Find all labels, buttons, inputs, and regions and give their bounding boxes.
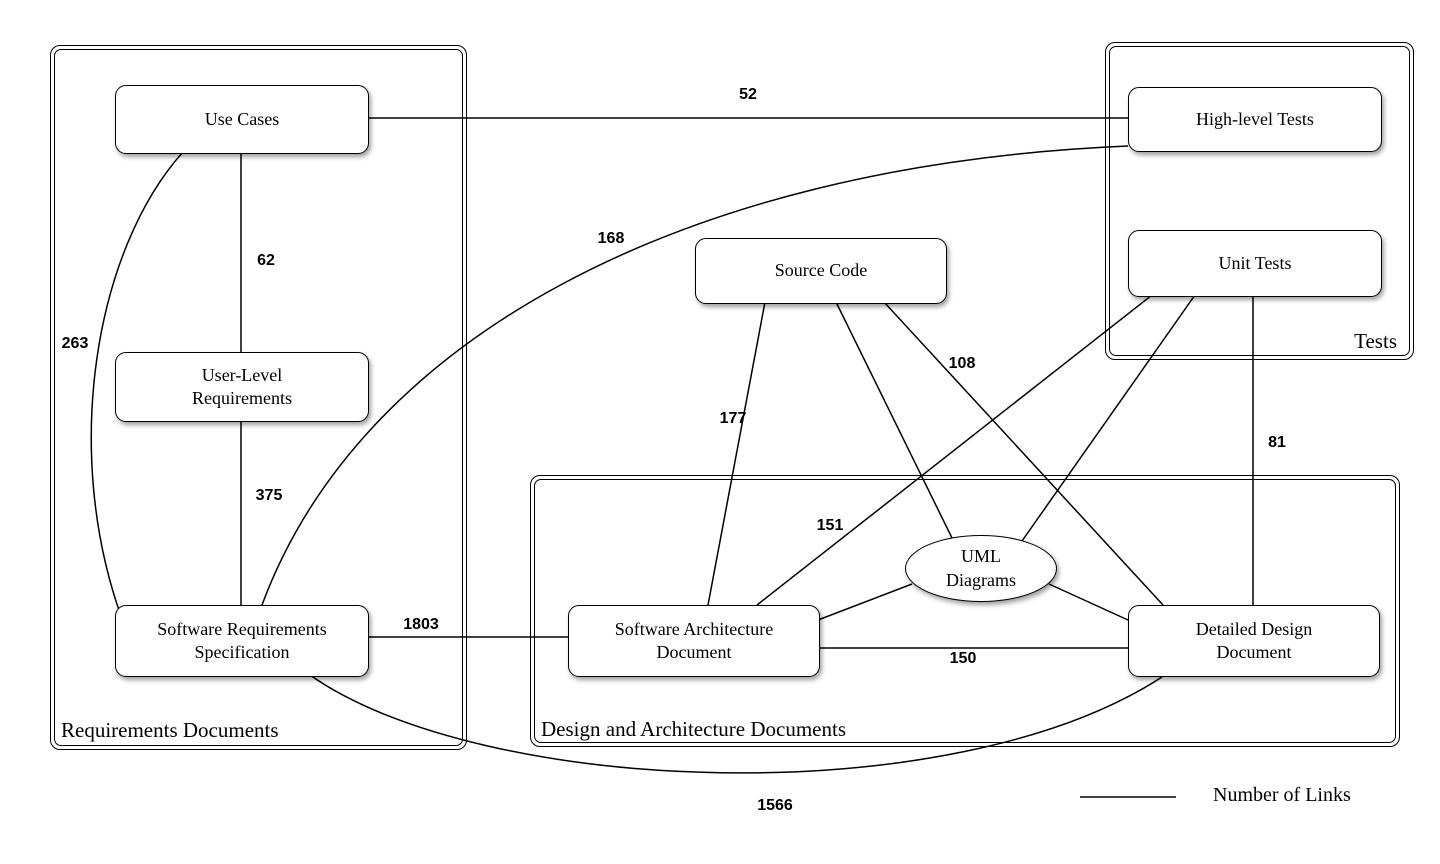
edge-srs-highleveltests [261,145,1129,606]
edge-label-srs-ddd: 1566 [757,797,793,814]
group-tests-label: Tests [1354,329,1397,353]
group-design-architecture: Design and Architecture Documents [530,475,1400,747]
node-srs-line2: Specification [194,642,290,662]
edge-uml-ddd [1048,583,1129,621]
node-high-level-tests: High-level Tests [1128,87,1382,152]
edge-unittests-uml [1021,294,1196,542]
node-uml-line2: Diagrams [946,569,1016,590]
edge-label-usecases-srs: 263 [61,335,89,352]
node-unit-tests-label: Unit Tests [1218,252,1292,273]
node-unit-tests: Unit Tests [1128,230,1382,297]
edge-label-sad-ddd: 150 [949,650,977,667]
node-uml-diagrams: UML Diagrams [905,535,1057,602]
group-design-label: Design and Architecture Documents [541,717,846,741]
edge-sourcecode-sad [707,301,766,606]
node-ddd-line2: Document [1216,642,1292,662]
node-ulr-line1: User-Level [201,364,283,385]
node-uml-line1: UML [961,546,1001,567]
node-software-requirements-specification: Software Requirements Specification [115,605,369,677]
edge-sourcecode-ddd [883,301,1164,606]
group-tests: Tests [1105,42,1414,360]
edge-sad-uml [817,583,913,621]
edge-usecases-srs [90,151,184,617]
node-detailed-design-document: Detailed Design Document [1128,605,1380,677]
node-ddd-line1: Detailed Design [1195,618,1313,639]
node-user-level-requirements: User-Level Requirements [115,352,369,422]
node-software-architecture-document: Software Architecture Document [568,605,820,677]
edge-label-usecases-userlevelreq: 62 [257,252,275,269]
edge-label-sourcecode-ddd: 108 [948,355,976,372]
node-srs-line1: Software Requirements [157,618,327,639]
edge-label-srs-highleveltests: 168 [597,230,625,247]
group-requirements-label: Requirements Documents [61,718,279,742]
legend-label: Number of Links [1213,784,1351,806]
edge-label-srs-sad: 1803 [403,616,439,633]
edge-label-unittests-ddd: 81 [1268,434,1286,451]
node-use-cases: Use Cases [115,85,369,154]
group-requirements-documents: Requirements Documents [50,45,467,750]
node-source-code: Source Code [695,238,947,304]
edge-label-userlevelreq-srs: 375 [255,487,283,504]
edge-srs-ddd [309,674,1163,774]
node-source-code-label: Source Code [774,260,868,281]
edge-label-unittests-sad: 151 [816,517,844,534]
node-ulr-line2: Requirements [192,388,292,408]
node-hlt-label: High-level Tests [1196,108,1314,129]
node-sad-line2: Document [656,642,732,662]
edge-sourcecode-uml [835,301,954,541]
edge-label-sourcecode-sad: 177 [719,410,747,427]
edge-unittests-sad [756,294,1153,606]
node-sad-line1: Software Architecture [614,618,774,639]
edge-label-usecases-highleveltests: 52 [739,86,757,103]
node-use-cases-label: Use Cases [204,108,280,129]
